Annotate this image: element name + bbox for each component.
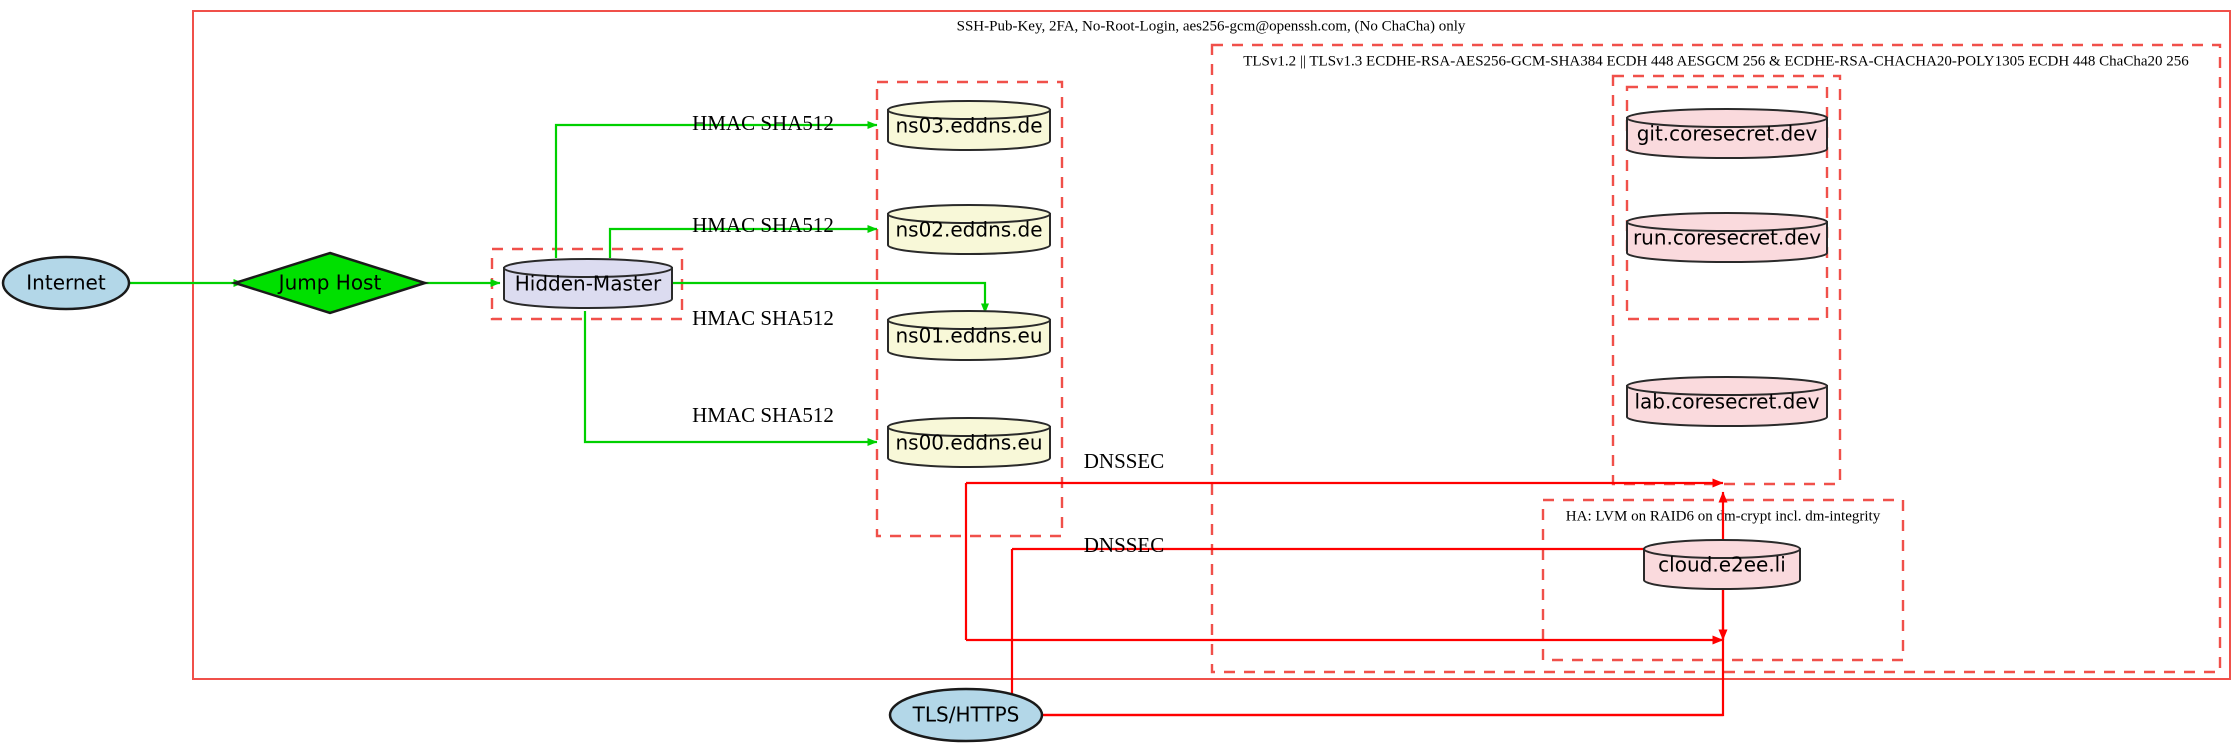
cluster-ssh-boundary — [192, 10, 2231, 680]
edge-label-dnssec-lower: DNSSEC — [1084, 533, 1165, 557]
node-cloud-e2ee-label: cloud.e2ee.li — [1658, 553, 1786, 577]
edge-label-hmac-ns02: HMAC SHA512 — [692, 213, 834, 237]
node-tls-https[interactable]: TLS/HTTPS — [888, 687, 1044, 743]
node-hidden-master[interactable]: Hidden-Master — [503, 258, 673, 309]
node-ns03[interactable]: ns03.eddns.de — [887, 100, 1051, 151]
node-run-coresecret-label: run.coresecret.dev — [1633, 226, 1821, 250]
edge-hiddenmaster-to-ns02 — [608, 225, 878, 258]
node-lab-coresecret[interactable]: lab.coresecret.dev — [1626, 376, 1828, 427]
cluster-coresecret-outer-boundary — [1611, 74, 1842, 486]
edge-hiddenmaster-to-ns03 — [554, 121, 878, 258]
edge-tlshttps-to-coresecret — [966, 491, 1728, 717]
edge-label-hmac-ns00: HMAC SHA512 — [692, 403, 834, 427]
node-ns00-label: ns00.eddns.eu — [895, 431, 1042, 455]
edge-label-dnssec-upper: DNSSEC — [1084, 449, 1165, 473]
node-ns00[interactable]: ns00.eddns.eu — [887, 417, 1051, 468]
node-ns02[interactable]: ns02.eddns.de — [887, 204, 1051, 255]
cluster-tls-boundary — [1210, 43, 2222, 674]
node-jumphost-label: Jump Host — [277, 271, 382, 295]
edge-label-hmac-ns01: HMAC SHA512 — [692, 306, 834, 330]
edge-label-group: HMAC SHA512 HMAC SHA512 HMAC SHA512 HMAC… — [692, 111, 1164, 557]
node-internet[interactable]: Internet — [1, 255, 131, 311]
cluster-tls-label: TLSv1.2 || TLSv1.3 ECDHE-RSA-AES256-GCM-… — [1243, 53, 2189, 69]
edge-hiddenmaster-to-ns01 — [665, 281, 989, 314]
node-internet-label: Internet — [26, 271, 106, 295]
edge-hiddenmaster-to-ns00 — [583, 311, 878, 446]
cluster-coresecret-inner-boundary — [1625, 85, 1829, 321]
node-jumphost[interactable]: Jump Host — [230, 251, 430, 315]
node-ns02-label: ns02.eddns.de — [895, 218, 1042, 242]
node-tls-https-label: TLS/HTTPS — [912, 703, 1020, 727]
node-ns01-label: ns01.eddns.eu — [895, 324, 1042, 348]
cluster-nameservers-boundary — [875, 80, 1064, 538]
node-run-coresecret[interactable]: run.coresecret.dev — [1626, 212, 1828, 263]
node-hidden-master-label: Hidden-Master — [515, 272, 662, 296]
node-ns03-label: ns03.eddns.de — [895, 114, 1042, 138]
node-git-coresecret[interactable]: git.coresecret.dev — [1626, 108, 1828, 159]
edge-label-hmac-ns03: HMAC SHA512 — [692, 111, 834, 135]
node-cloud-e2ee[interactable]: cloud.e2ee.li — [1643, 539, 1801, 590]
edge-dnssec-lower — [1012, 547, 1728, 641]
node-ns01[interactable]: ns01.eddns.eu — [887, 310, 1051, 361]
node-lab-coresecret-label: lab.coresecret.dev — [1634, 390, 1819, 414]
node-git-coresecret-label: git.coresecret.dev — [1637, 122, 1818, 146]
cluster-ssh-label: SSH-Pub-Key, 2FA, No-Root-Login, aes256-… — [957, 18, 1466, 34]
